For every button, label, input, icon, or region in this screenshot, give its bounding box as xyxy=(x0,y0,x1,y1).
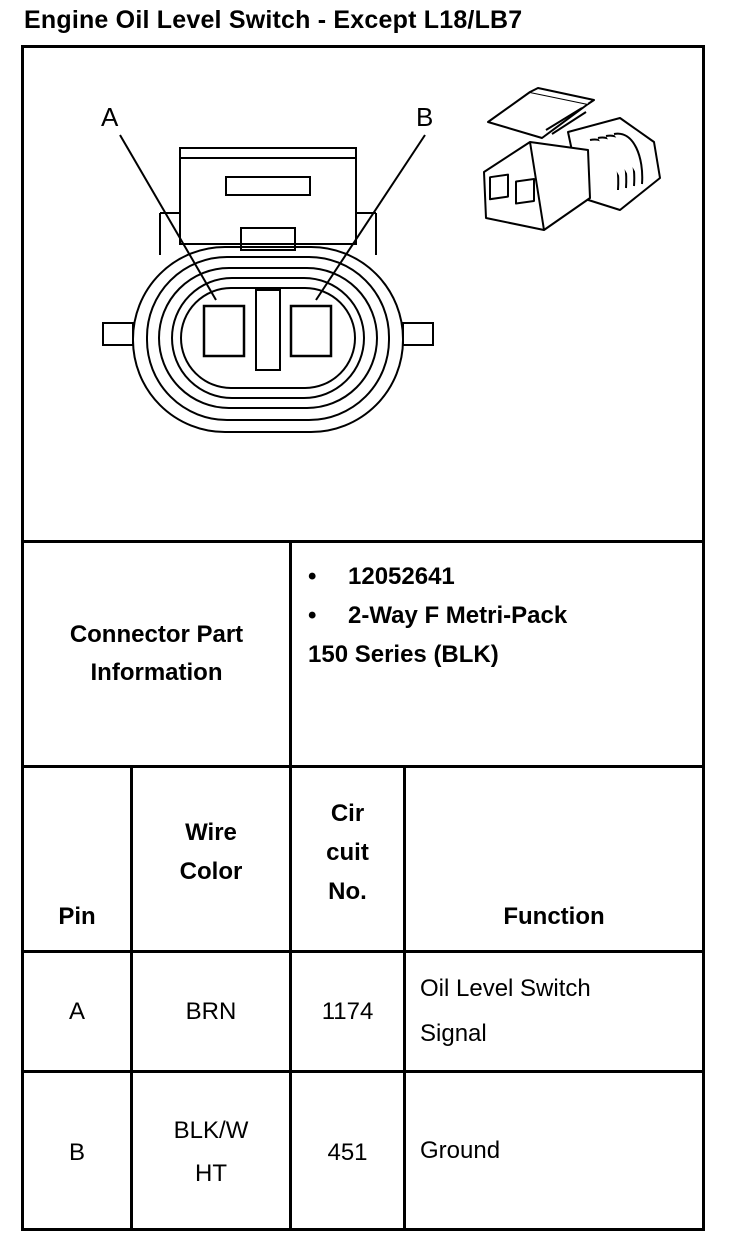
part-number: 12052641 xyxy=(348,563,455,590)
connector-face-icon xyxy=(102,134,434,433)
header-wire-color: Wire Color xyxy=(179,819,243,885)
part-info-values: • 12052641 • 2-Way F Metri-Pack 150 Series… xyxy=(292,557,702,674)
bullet-icon: • xyxy=(308,602,317,629)
divider xyxy=(289,540,292,1231)
connector-series: 150 Series (BLK) xyxy=(308,641,499,668)
header-function: Function xyxy=(503,903,605,930)
description-row: • 2-Way F Metri-Pack xyxy=(292,596,702,635)
row-a-wire-color: BRN xyxy=(185,998,237,1025)
bullet-icon: • xyxy=(308,563,317,590)
row-b-function: Ground xyxy=(420,1137,501,1164)
part-info-label: Connector Part Information xyxy=(69,621,244,686)
divider xyxy=(130,765,133,1231)
row-a-circuit: 1174 xyxy=(321,998,374,1025)
header-circuit-no: Cir cuit No. xyxy=(326,799,369,905)
divider xyxy=(21,1070,705,1073)
divider xyxy=(21,540,705,543)
divider xyxy=(21,950,705,953)
part-number-row: • 12052641 xyxy=(292,557,702,596)
divider xyxy=(403,765,406,1231)
row-b-wire-color: BLK/W HT xyxy=(173,1117,249,1187)
pin-label-a: A xyxy=(101,102,119,132)
connector-3d-icon xyxy=(483,87,661,231)
row-b-pin: B xyxy=(68,1138,85,1166)
page-title: Engine Oil Level Switch - Except L18/LB7 xyxy=(24,6,523,34)
pin-label-b: B xyxy=(416,102,434,132)
divider xyxy=(21,765,705,768)
row-a-function: Oil Level Switch Signal xyxy=(420,975,591,1047)
row-b-circuit: 451 xyxy=(327,1138,368,1166)
row-a-pin: A xyxy=(68,998,85,1025)
description-row-2: 150 Series (BLK) xyxy=(292,635,702,674)
connector-table xyxy=(21,45,705,1231)
header-pin: Pin xyxy=(58,903,96,930)
connector-description: 2-Way F Metri-Pack xyxy=(348,602,568,629)
